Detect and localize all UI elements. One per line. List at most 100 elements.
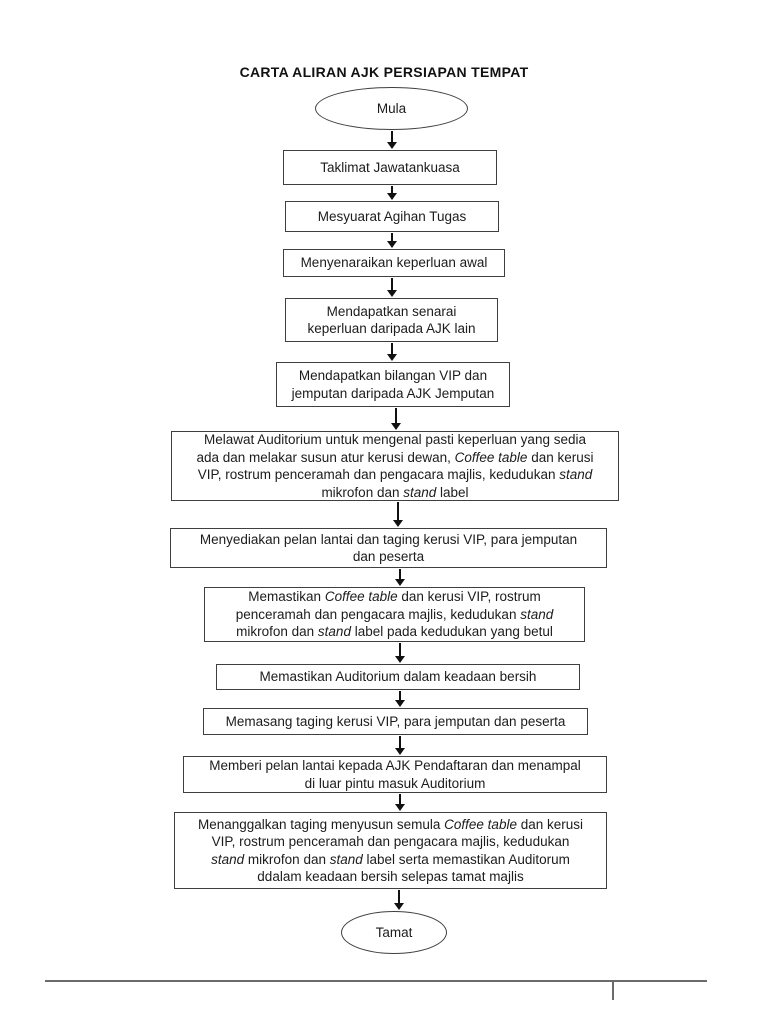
flow-node-label: Memastikan Auditorium dalam keadaan bers… (259, 669, 537, 685)
text-segment: Memberi pelan lantai kepada AJK Pendafta… (209, 758, 581, 773)
arrow-head (395, 804, 405, 811)
flow-node-memastikan-coffee-table: Memastikan Coffee table dan kerusi VIP, … (204, 587, 585, 642)
flow-node-memasang-taging: Memasang taging kerusi VIP, para jemputa… (203, 708, 588, 735)
arrow-shaft (399, 794, 401, 805)
arrow-down-icon (387, 131, 397, 149)
flow-node-label: Menyenaraikan keperluan awal (300, 255, 488, 271)
text-segment-italic: Coffee table (444, 816, 517, 832)
arrow-head (395, 579, 405, 586)
flow-node-line: di luar pintu masuk Auditorium (305, 775, 486, 793)
text-segment-italic: stand (559, 467, 593, 482)
text-segment-italic: stand (317, 624, 351, 640)
flow-node-line: jemputan daripada AJK Jemputan (292, 385, 495, 403)
flow-node-line: Mendapatkan bilangan VIP dan (299, 367, 487, 385)
arrow-shaft (399, 691, 401, 701)
arrow-head (391, 423, 401, 430)
flow-node-mendapatkan-bilangan-vip: Mendapatkan bilangan VIP dan jemputan da… (276, 362, 510, 407)
arrow-shaft (399, 736, 401, 749)
text-segment: keperluan daripada AJK lain (307, 321, 476, 336)
arrow-down-icon (387, 186, 397, 200)
text-segment: jemputan daripada AJK Jemputan (291, 385, 495, 401)
arrow-down-icon (394, 890, 404, 910)
arrow-shaft (398, 890, 400, 904)
text-segment: ada dan melakar susun atur kerusi dewan, (196, 449, 455, 465)
arrow-down-icon (395, 643, 405, 663)
flow-node-line: mikrofon dan stand label pada kedudukan … (236, 623, 553, 641)
flow-node-line: Memastikan Coffee table dan kerusi VIP, … (248, 588, 540, 606)
flow-node-memberi-pelan-lantai: Memberi pelan lantai kepada AJK Pendafta… (183, 756, 607, 793)
flow-node-line: Mendapatkan senarai (327, 303, 457, 321)
arrow-down-icon (387, 233, 397, 248)
text-segment: mikrofon dan (321, 484, 404, 500)
flow-node-menanggalkan-taging: Menanggalkan taging menyusun semula Coff… (174, 812, 607, 889)
flow-node-mesyuarat-agihan-tugas: Mesyuarat Agihan Tugas (285, 201, 499, 232)
flow-node-melawat-auditorium: Melawat Auditorium untuk mengenal pasti … (171, 431, 619, 501)
arrow-shaft (391, 131, 393, 143)
flow-node-line: keperluan daripada AJK lain (307, 320, 475, 338)
arrow-shaft (399, 569, 401, 580)
arrow-down-icon (395, 569, 405, 586)
text-segment-italic: stand (403, 484, 437, 500)
page-title: CARTA ALIRAN AJK PERSIAPAN TEMPAT (239, 64, 529, 80)
flow-node-menyenaraikan-keperluan-awal: Menyenaraikan keperluan awal (283, 249, 505, 277)
arrow-shaft (397, 502, 399, 521)
arrow-head (387, 142, 397, 149)
flow-node-mula: Mula (315, 87, 468, 130)
flow-node-label: Taklimat Jawatankuasa (320, 159, 460, 175)
text-segment: mikrofon dan (236, 624, 318, 640)
flow-node-line: ddalam keadaan bersih selepas tamat majl… (257, 868, 523, 886)
arrow-head (395, 700, 405, 707)
arrow-down-icon (387, 343, 397, 361)
text-segment: Menanggalkan taging menyusun semula (197, 816, 445, 832)
arrow-head (387, 193, 397, 200)
text-segment: penceramah dan pengacara majlis, keduduk… (235, 606, 521, 622)
arrow-shaft (391, 278, 393, 291)
text-segment: mikrofon dan (244, 851, 330, 867)
flow-node-line: ada dan melakar susun atur kerusi dewan,… (196, 449, 593, 467)
arrow-down-icon (395, 736, 405, 755)
arrow-head (387, 290, 397, 297)
flow-node-line: Menyediakan pelan lantai dan taging keru… (200, 531, 577, 549)
text-segment: dan kerusi (527, 449, 594, 465)
arrow-head (387, 354, 397, 361)
arrow-head (395, 656, 405, 663)
text-segment-italic: stand (520, 606, 554, 622)
text-segment: label (436, 484, 469, 500)
text-segment: di luar pintu masuk Auditorium (304, 775, 486, 791)
text-segment-italic: stand (211, 851, 245, 867)
flow-node-line: penceramah dan pengacara majlis, keduduk… (236, 606, 553, 624)
arrow-shaft (399, 643, 401, 657)
arrow-shaft (391, 343, 393, 355)
flow-node-label: Mesyuarat Agihan Tugas (317, 208, 467, 224)
text-segment-italic: Coffee table (454, 449, 528, 465)
arrow-shaft (395, 408, 397, 424)
text-segment: ddalam keadaan bersih selepas tamat majl… (257, 869, 524, 884)
text-segment-italic: Coffee table (324, 589, 398, 605)
flow-node-label: Mula (376, 100, 407, 116)
text-segment: label serta memastikan Auditorum (362, 851, 570, 867)
arrow-down-icon (391, 408, 401, 430)
footer-tick (612, 981, 614, 1000)
flow-node-line: Memberi pelan lantai kepada AJK Pendafta… (209, 757, 581, 775)
text-segment: Mendapatkan senarai (326, 303, 457, 319)
text-segment: Mendapatkan bilangan VIP dan (298, 368, 488, 383)
flow-node-line: Melawat Auditorium untuk mengenal pasti … (204, 431, 586, 449)
flow-node-line: dan peserta (353, 548, 424, 566)
flow-node-line: Menanggalkan taging menyusun semula Coff… (198, 816, 583, 834)
text-segment: dan kerusi VIP, rostrum (397, 589, 541, 605)
text-segment: dan kerusi (516, 816, 584, 832)
flow-node-line: mikrofon dan stand label (321, 484, 468, 502)
flow-node-label: Tamat (375, 924, 413, 940)
text-segment: VIP, rostrum penceramah dan pengacara ma… (197, 467, 560, 482)
flow-node-memastikan-auditorium-bersih: Memastikan Auditorium dalam keadaan bers… (216, 664, 580, 690)
arrow-shaft (391, 233, 393, 242)
flow-node-mendapatkan-senarai-keperluan: Mendapatkan senarai keperluan daripada A… (285, 298, 498, 342)
arrow-down-icon (395, 691, 405, 707)
flow-node-taklimat-jawatankuasa: Taklimat Jawatankuasa (283, 150, 497, 185)
arrow-down-icon (387, 278, 397, 297)
arrow-down-icon (393, 502, 403, 527)
flow-node-menyediakan-pelan-lantai: Menyediakan pelan lantai dan taging keru… (170, 528, 607, 568)
flow-node-line: VIP, rostrum penceramah dan pengacara ma… (198, 466, 593, 484)
text-segment: Memastikan (248, 589, 325, 605)
text-segment-italic: stand (329, 851, 363, 867)
